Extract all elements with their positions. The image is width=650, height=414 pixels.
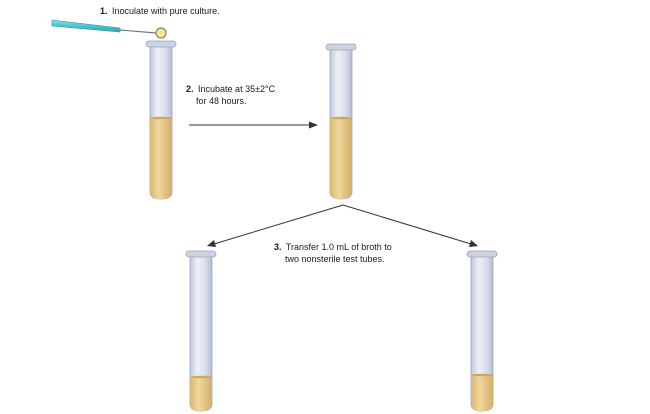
test-tube-1 bbox=[145, 40, 177, 200]
broth-fill bbox=[150, 118, 172, 199]
inoculating-loop-icon bbox=[51, 19, 167, 39]
step-1-label: 1. Inoculate with pure culture. bbox=[100, 6, 220, 16]
step-2-label-line-2: for 48 hours. bbox=[196, 96, 247, 106]
step-2-line-2: for 48 hours. bbox=[196, 96, 247, 106]
broth-fill bbox=[190, 377, 212, 411]
step-1-line-1: Inoculate with pure culture. bbox=[112, 6, 220, 16]
arrow-icon bbox=[207, 204, 344, 247]
test-tube-4 bbox=[466, 250, 498, 412]
step-2-number: 2. bbox=[186, 84, 194, 94]
arrow-icon bbox=[189, 121, 318, 129]
step-3-number: 3. bbox=[274, 242, 282, 252]
step-3-line-2: two nonsterile test tubes. bbox=[285, 254, 385, 264]
step-2-line-1: Incubate at 35±2°C bbox=[198, 84, 276, 94]
broth-fill bbox=[330, 118, 352, 199]
step-3-label: 3. Transfer 1.0 mL of broth to bbox=[274, 242, 392, 252]
step-3-line-1: Transfer 1.0 mL of broth to bbox=[286, 242, 392, 252]
broth-fill bbox=[471, 375, 493, 411]
step-2-label: 2. Incubate at 35±2°C bbox=[186, 84, 276, 94]
step-3-label-line-2: two nonsterile test tubes. bbox=[285, 254, 385, 264]
step-1-number: 1. bbox=[100, 6, 108, 16]
test-tube-3 bbox=[185, 250, 217, 412]
test-tube-2 bbox=[325, 43, 357, 200]
arrow-icon bbox=[342, 204, 478, 247]
